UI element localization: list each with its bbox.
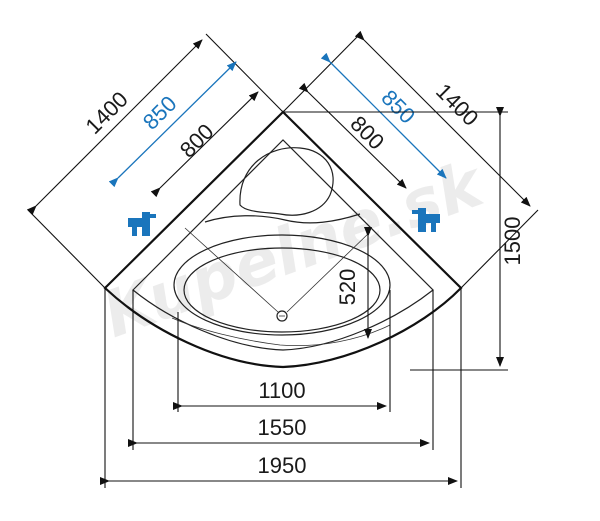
label-width-inner: 1100 — [258, 378, 305, 403]
label-left-inner: 800 — [175, 119, 219, 163]
dimension-right-blue: 850 — [320, 52, 447, 179]
watermark: Kupelne.sk — [94, 146, 495, 352]
faucet-icon — [412, 208, 440, 232]
dimension-width-mid: 1550 — [128, 290, 434, 450]
dimension-left-blue: 850 — [108, 61, 237, 188]
label-right-outer: 1400 — [431, 79, 483, 131]
faucet-icon — [128, 212, 156, 236]
label-width-outer: 1950 — [258, 453, 307, 478]
label-right-blue: 850 — [376, 85, 420, 129]
label-right-height: 1500 — [500, 217, 525, 266]
label-right-inner: 800 — [345, 111, 389, 155]
label-left-outer: 1400 — [81, 87, 133, 139]
label-depth: 520 — [335, 269, 360, 306]
dimension-right-height: 1500 — [283, 107, 525, 371]
dimension-width-inner: 1100 — [173, 290, 391, 412]
dimension-width-outer: 1950 — [100, 288, 462, 488]
dimension-depth: 520 — [335, 227, 372, 339]
label-width-mid: 1550 — [258, 415, 307, 440]
